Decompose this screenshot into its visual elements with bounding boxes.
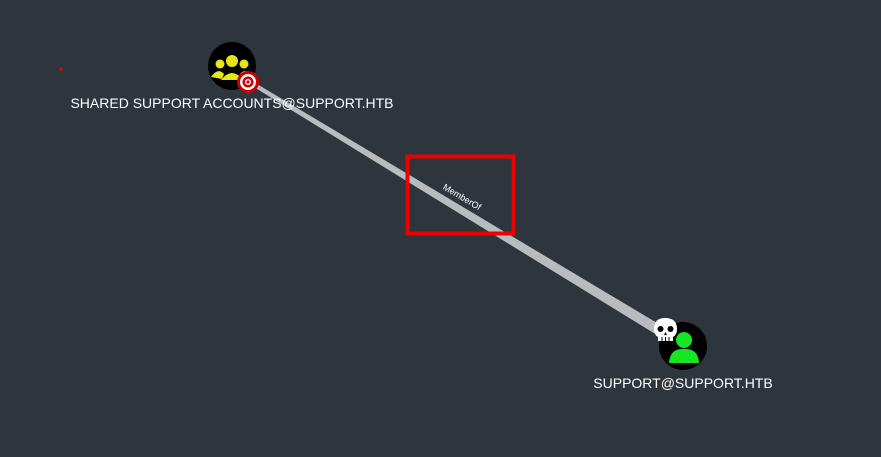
node-group-label: SHARED SUPPORT ACCOUNTS@SUPPORT.HTB (70, 95, 393, 111)
edge-line (249, 81, 684, 348)
node-user[interactable]: SUPPORT@SUPPORT.HTB (593, 318, 773, 391)
highlight-box (405, 154, 516, 236)
node-user-label: SUPPORT@SUPPORT.HTB (593, 375, 772, 391)
node-group[interactable]: SHARED SUPPORT ACCOUNTS@SUPPORT.HTB (70, 42, 394, 111)
group-icon (211, 55, 253, 80)
edge-memberof[interactable]: MemberOf (249, 81, 684, 348)
target-icon[interactable] (237, 71, 259, 93)
skull-icon[interactable] (654, 318, 677, 341)
user-icon (669, 332, 699, 363)
red-dot-marker (59, 67, 63, 71)
